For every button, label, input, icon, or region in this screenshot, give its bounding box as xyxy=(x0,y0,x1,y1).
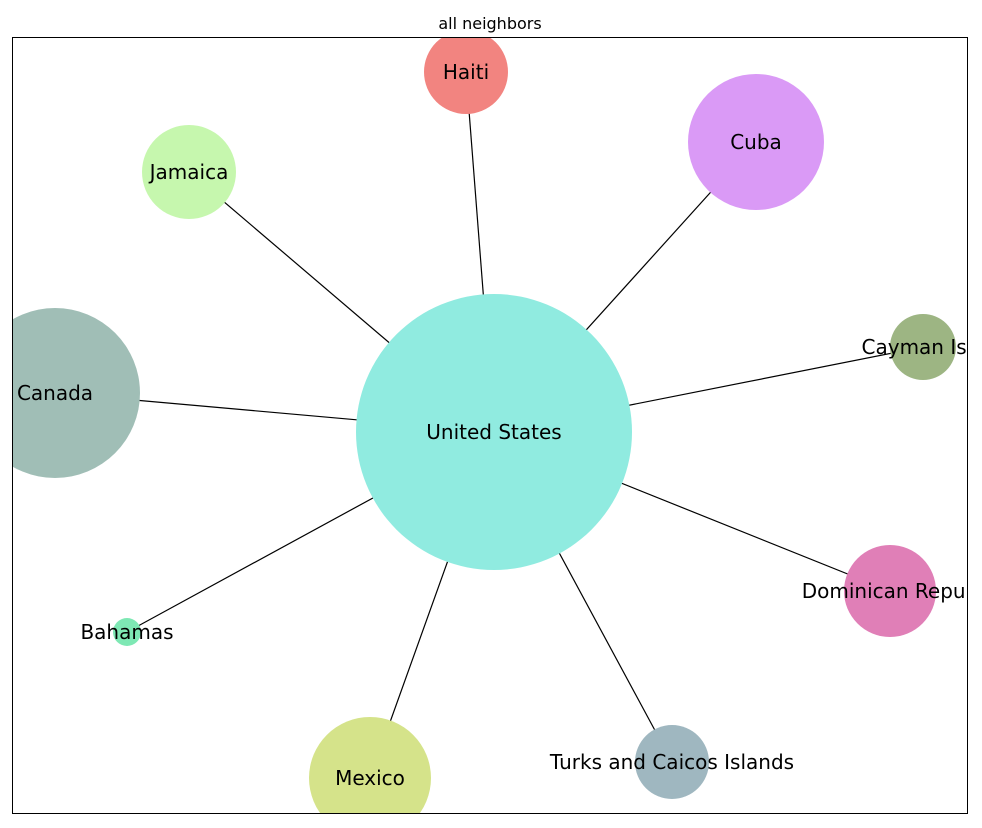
node-turks[interactable] xyxy=(635,725,709,799)
node-mexico[interactable] xyxy=(309,717,431,828)
node-cayman[interactable] xyxy=(890,314,956,380)
nodes xyxy=(0,30,956,828)
node-label-canada: Canada xyxy=(17,381,93,405)
node-label-dominican: Dominican Repub xyxy=(802,579,979,603)
graph-title: all neighbors xyxy=(438,14,541,33)
node-label-jamaica: Jamaica xyxy=(148,160,229,184)
node-label-bahamas: Bahamas xyxy=(80,620,173,644)
node-label-mexico: Mexico xyxy=(335,766,405,790)
node-haiti[interactable] xyxy=(424,30,508,114)
node-canada[interactable] xyxy=(0,308,140,478)
node-label-turks: Turks and Caicos Islands xyxy=(549,750,794,774)
node-bahamas[interactable] xyxy=(113,618,141,646)
node-us[interactable] xyxy=(356,294,632,570)
node-label-cayman: Cayman Isla xyxy=(862,335,982,359)
node-dominican[interactable] xyxy=(844,545,936,637)
node-cuba[interactable] xyxy=(688,74,824,210)
node-jamaica[interactable] xyxy=(142,125,236,219)
axes-frame xyxy=(12,37,968,814)
node-label-haiti: Haiti xyxy=(443,60,489,84)
node-label-cuba: Cuba xyxy=(730,130,782,154)
node-label-us: United States xyxy=(426,420,561,444)
